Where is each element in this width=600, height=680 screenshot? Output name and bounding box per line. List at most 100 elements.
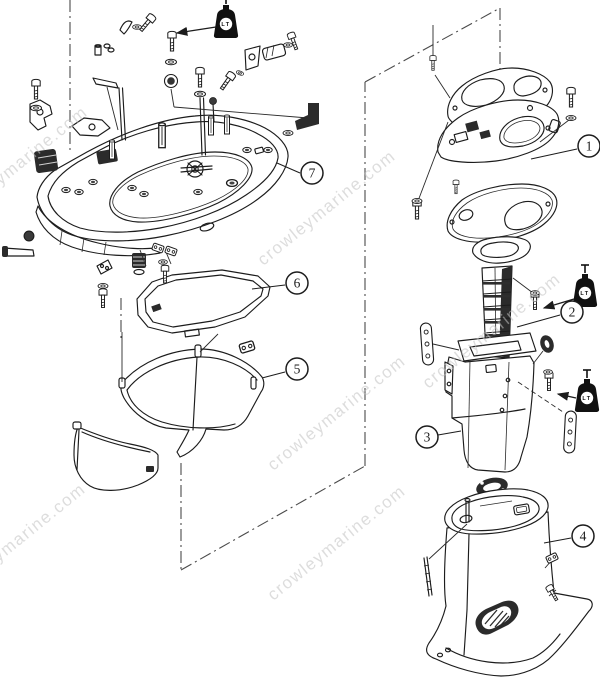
callout-leader — [251, 284, 286, 290]
boss-part — [263, 146, 273, 154]
callout-number: 4 — [580, 529, 587, 544]
lt-tag-icon: LT — [556, 369, 600, 412]
stud-part — [208, 115, 214, 136]
pivot-cylinder — [261, 43, 287, 61]
leader-line — [539, 119, 570, 143]
rubber-mount — [33, 148, 59, 174]
leader-line — [139, 249, 147, 267]
leader-line — [199, 333, 219, 353]
exhaust-guide-plate — [437, 99, 561, 163]
callout-3: 3 — [415, 425, 462, 449]
water-tube-elbow — [295, 103, 319, 130]
washer-part — [132, 24, 142, 30]
nut-part — [23, 230, 35, 242]
lt-arrow — [175, 26, 217, 36]
callout-leader — [530, 148, 578, 160]
callout-circle — [300, 161, 324, 185]
bolt-part — [217, 70, 237, 92]
bolt-part — [566, 86, 576, 108]
washer-part — [194, 90, 206, 98]
stud-part — [109, 139, 115, 160]
callout-circle — [560, 300, 584, 324]
cowling-gasket — [136, 269, 271, 338]
clip-part — [164, 245, 178, 257]
boundary-line — [364, 7, 501, 83]
washer-part — [235, 69, 245, 77]
bolt-part — [98, 288, 108, 308]
boss-part — [242, 146, 252, 154]
callout-leader — [276, 162, 301, 174]
shift-lever — [3, 247, 35, 257]
callout-4: 4 — [543, 524, 595, 548]
bolt-part — [452, 179, 460, 195]
leader-line — [173, 106, 309, 119]
bolt-part — [31, 78, 41, 100]
lt-tag-icon: LT — [542, 264, 598, 310]
bolt-part — [544, 371, 554, 391]
boss-part — [127, 184, 137, 192]
bolt-part — [429, 55, 437, 71]
leader-line — [428, 523, 468, 560]
boss-part — [88, 178, 98, 186]
bolt-part — [195, 66, 205, 88]
callout-circle — [285, 357, 309, 381]
leader-line — [434, 74, 451, 99]
cowl-starboard-half — [120, 348, 265, 458]
leader-line — [170, 88, 175, 108]
callout-7: 7 — [276, 161, 324, 185]
callout-leader — [437, 430, 462, 436]
u-bracket — [71, 117, 111, 137]
callout-2: 2 — [516, 300, 584, 328]
lt-arrow — [556, 391, 577, 401]
callout-number: 7 — [309, 166, 316, 181]
driveshaft-housing — [423, 488, 593, 677]
callout-leader — [516, 314, 561, 328]
callout-leader — [261, 371, 286, 379]
pill-part — [419, 322, 435, 366]
leader-line — [532, 350, 544, 365]
lt-tag-label: LT — [580, 291, 589, 297]
leader-line — [106, 86, 119, 131]
washer-part — [165, 58, 177, 66]
callout-number: 2 — [569, 305, 576, 320]
callout-number: 1 — [586, 139, 593, 154]
cowl-port-half — [73, 426, 159, 491]
lt-tag-label: LT — [221, 22, 230, 28]
boss-part — [74, 188, 84, 196]
boundary-line — [180, 465, 366, 571]
callout-circle — [577, 134, 600, 158]
washer-part — [97, 283, 109, 289]
leader-line-dashed — [517, 381, 564, 413]
pill-part — [562, 410, 578, 454]
callout-number: 6 — [294, 276, 301, 291]
callout-leader — [543, 537, 572, 544]
callout-number: 5 — [294, 362, 301, 377]
boss-part — [193, 188, 203, 196]
triangle-bracket — [244, 45, 261, 71]
callout-1: 1 — [530, 134, 600, 160]
leader-line — [165, 251, 172, 265]
lt-tag-icon: LT — [175, 0, 239, 38]
clip-part — [151, 242, 165, 254]
leader-line — [512, 277, 534, 294]
lt-tag-label: LT — [582, 396, 591, 402]
washer-part — [158, 259, 168, 265]
upper-casing — [444, 332, 537, 473]
leader-lines — [106, 25, 570, 597]
washer-part — [282, 130, 294, 136]
callout-circle — [285, 271, 309, 295]
bolt-part — [286, 30, 301, 52]
watermark-text: crowleymarine.com — [264, 481, 410, 604]
bolt-part — [137, 12, 158, 34]
grease-fitting — [94, 45, 102, 56]
bottom-cowling-pan — [35, 87, 319, 257]
angle-clip — [96, 259, 113, 275]
leader-line — [417, 121, 449, 202]
section-boundary-lines — [69, 0, 501, 571]
boss-part — [139, 190, 149, 198]
grommet-part — [163, 73, 179, 89]
callout-number: 3 — [424, 430, 431, 445]
nut-part — [209, 97, 217, 105]
washer-part — [411, 198, 423, 204]
